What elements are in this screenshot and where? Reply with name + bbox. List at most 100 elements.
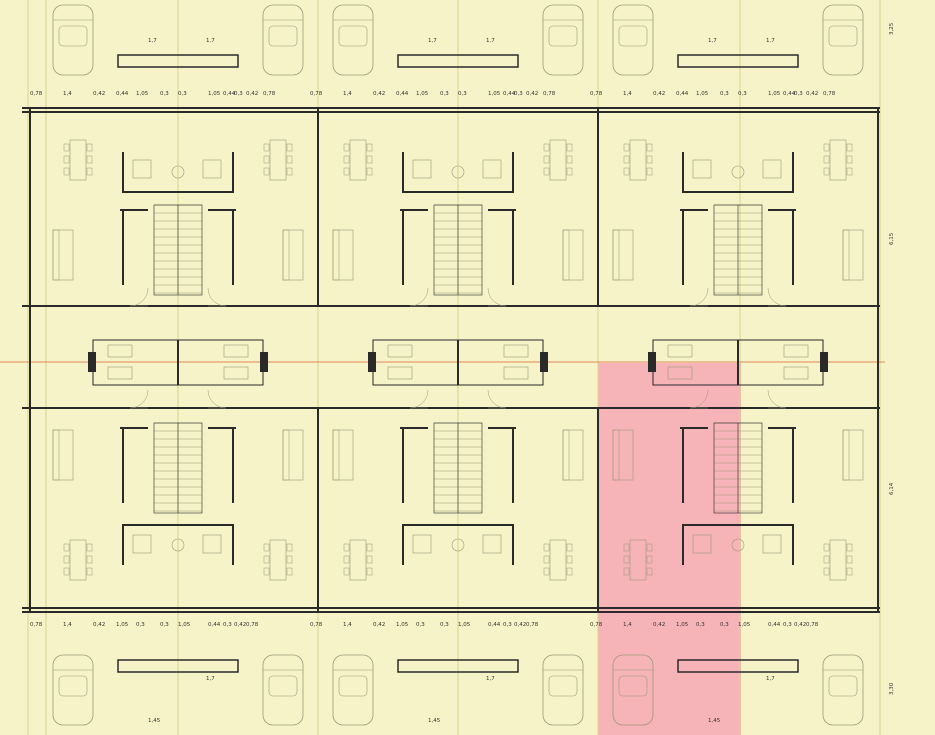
dimension-label: 0,42	[234, 622, 246, 628]
dimension-label: 0,78	[806, 622, 819, 628]
dining-table-icon	[63, 539, 93, 581]
dimension-label: 0,44	[223, 91, 236, 97]
pillar	[260, 352, 268, 372]
staircase	[680, 204, 796, 296]
sink-icon	[107, 344, 133, 358]
dining-table-icon	[623, 139, 653, 181]
kitchen-block	[402, 152, 514, 193]
dimension-label: 0,44	[768, 622, 781, 628]
dimension-label: 0,3	[160, 91, 169, 97]
sofa-icon	[52, 429, 74, 481]
dimension-label: 1,7	[428, 38, 437, 44]
dimension-label: 0,78	[263, 91, 276, 97]
dining-table-icon	[343, 539, 373, 581]
car-icon	[262, 654, 304, 726]
dimension-label: 0,3	[136, 622, 145, 628]
staircase	[120, 204, 236, 296]
car-icon	[332, 654, 374, 726]
kitchen-block	[122, 524, 234, 565]
sofa-icon	[562, 429, 584, 481]
door-swing	[129, 389, 149, 409]
dimension-label: 1,4	[63, 622, 72, 628]
dimension-label: 1,4	[63, 91, 72, 97]
dimension-label: 1,7	[148, 38, 157, 44]
door-swing	[767, 287, 787, 307]
dimension-label: 0,3	[416, 622, 425, 628]
dimension-label: 0,78	[590, 91, 603, 97]
car-icon	[262, 4, 304, 76]
kitchen-block	[122, 152, 234, 193]
dimension-label: 0,44	[503, 91, 516, 97]
sink-icon	[387, 366, 413, 380]
units-layer	[52, 4, 864, 726]
sink-icon	[783, 366, 809, 380]
sink-icon	[223, 366, 249, 380]
dimension-label: 1,7	[206, 676, 215, 682]
entry-canopy	[397, 54, 519, 68]
dimension-label: 1,7	[206, 38, 215, 44]
dimension-label: 0,78	[543, 91, 556, 97]
sink-icon	[503, 366, 529, 380]
dimension-label: 1,05	[178, 622, 191, 628]
sofa-icon	[332, 229, 354, 281]
car-icon	[822, 654, 864, 726]
door-swing	[409, 287, 429, 307]
dimension-label: 0,3	[160, 622, 169, 628]
dining-table-icon	[823, 139, 853, 181]
door-swing	[767, 389, 787, 409]
dimension-label: 1,7	[766, 676, 775, 682]
car-icon	[612, 4, 654, 76]
sofa-icon	[612, 229, 634, 281]
sink-icon	[387, 344, 413, 358]
dimension-label: 1,4	[343, 91, 352, 97]
door-swing	[129, 287, 149, 307]
entry-canopy	[397, 659, 519, 673]
dimension-label: 0,3	[794, 91, 803, 97]
dimension-label: 0,3	[720, 91, 729, 97]
dimension-label: 0,3	[458, 91, 467, 97]
kitchen-block	[682, 524, 794, 565]
dimension-label: 1,4	[343, 622, 352, 628]
sofa-icon	[282, 229, 304, 281]
sink-icon	[107, 366, 133, 380]
dimension-label: 0,42	[373, 622, 385, 628]
dimension-label: 1,05	[738, 622, 751, 628]
dimension-label: 3,25	[889, 22, 895, 35]
dimension-label: 0,44	[116, 91, 129, 97]
sofa-icon	[282, 429, 304, 481]
pillar	[540, 352, 548, 372]
dimension-label: 0,42	[806, 91, 818, 97]
dimension-label: 1,05	[458, 622, 471, 628]
dimension-label: 0,3	[783, 622, 792, 628]
bathroom-block	[368, 339, 548, 386]
sink-icon	[667, 366, 693, 380]
highlighted-unit[interactable]	[598, 363, 741, 735]
sofa-icon	[842, 229, 864, 281]
staircase	[680, 422, 796, 514]
kitchen-block	[402, 524, 514, 565]
dining-table-icon	[263, 539, 293, 581]
dining-table-icon	[823, 539, 853, 581]
door-swing	[689, 389, 709, 409]
sink-icon	[223, 344, 249, 358]
dimension-label: 3,30	[889, 682, 895, 695]
dimension-label: 0,44	[676, 91, 689, 97]
kitchen-block	[682, 152, 794, 193]
entry-canopy	[117, 54, 239, 68]
door-swing	[689, 287, 709, 307]
dimension-label: 1,05	[136, 91, 149, 97]
car-icon	[52, 4, 94, 76]
car-icon	[542, 4, 584, 76]
dimension-label: 0,44	[396, 91, 409, 97]
sink-icon	[503, 344, 529, 358]
sink-icon	[783, 344, 809, 358]
dimension-label: 0,42	[246, 91, 258, 97]
dimension-label: 1,05	[676, 622, 689, 628]
dimension-label: 0,78	[823, 91, 836, 97]
dimension-label: 0,3	[440, 622, 449, 628]
sofa-icon	[842, 429, 864, 481]
sofa-icon	[332, 429, 354, 481]
bathroom-block	[648, 339, 828, 386]
dimension-label: 0,3	[514, 91, 523, 97]
